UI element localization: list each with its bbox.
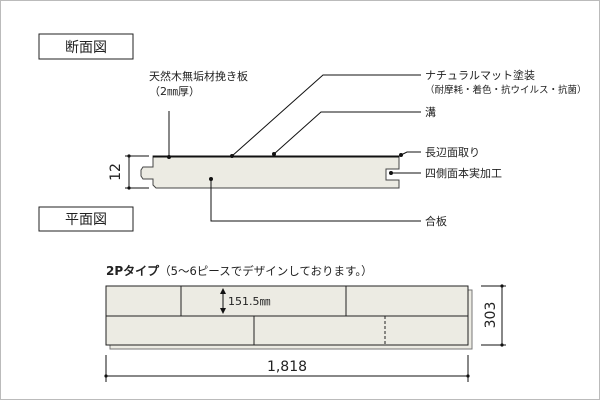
- label-chamfer: 長辺面取り: [425, 146, 480, 159]
- dimension-end-dot: [466, 374, 470, 378]
- thickness-label: 12: [108, 163, 124, 181]
- board-cross-section: [140, 155, 400, 189]
- label-veneer-thickness: （2㎜厚）: [149, 85, 200, 98]
- leader-lines: [168, 74, 421, 222]
- section-title: 断面図: [65, 40, 107, 56]
- dimension-end-dot: [500, 343, 504, 347]
- label-veneer: 天然木無垢材挽き板: [149, 69, 248, 83]
- piece-dividers: [106, 286, 468, 345]
- label-groove: 溝: [425, 106, 436, 119]
- dimension-end-dot: [104, 374, 108, 378]
- label-finish-detail: （耐摩耗・着色・抗ウイルス・抗菌）: [425, 84, 587, 96]
- plan-type-label: 2Pタイプ（5〜6ピースでデザインしております。）: [106, 263, 373, 278]
- piece-width-label: 151.5㎜: [228, 295, 271, 308]
- leader-finish: [231, 74, 421, 157]
- length-label: 1,818: [267, 359, 307, 375]
- plan-type: 2Pタイプ: [106, 263, 160, 278]
- dimension-end-dot: [500, 284, 504, 288]
- width-label: 303: [483, 302, 499, 329]
- leader-dots: [167, 152, 403, 181]
- plan-title: 平面図: [65, 212, 107, 228]
- section-title-box: [38, 33, 134, 60]
- leader-groove: [273, 111, 421, 155]
- plan-title-box: [38, 206, 134, 232]
- leader-chamfer: [400, 151, 421, 156]
- label-finish: ナチュラルマット塗装: [425, 68, 535, 82]
- plan-type-note: （5〜6ピースでデザインしております。）: [159, 264, 372, 278]
- dimension-end-dot: [127, 186, 131, 190]
- dimension-end-dot: [127, 154, 131, 158]
- label-tongue-groove: 四側面本実加工: [425, 166, 502, 180]
- label-plywood: 合板: [425, 214, 447, 228]
- leader-plywood: [210, 179, 421, 222]
